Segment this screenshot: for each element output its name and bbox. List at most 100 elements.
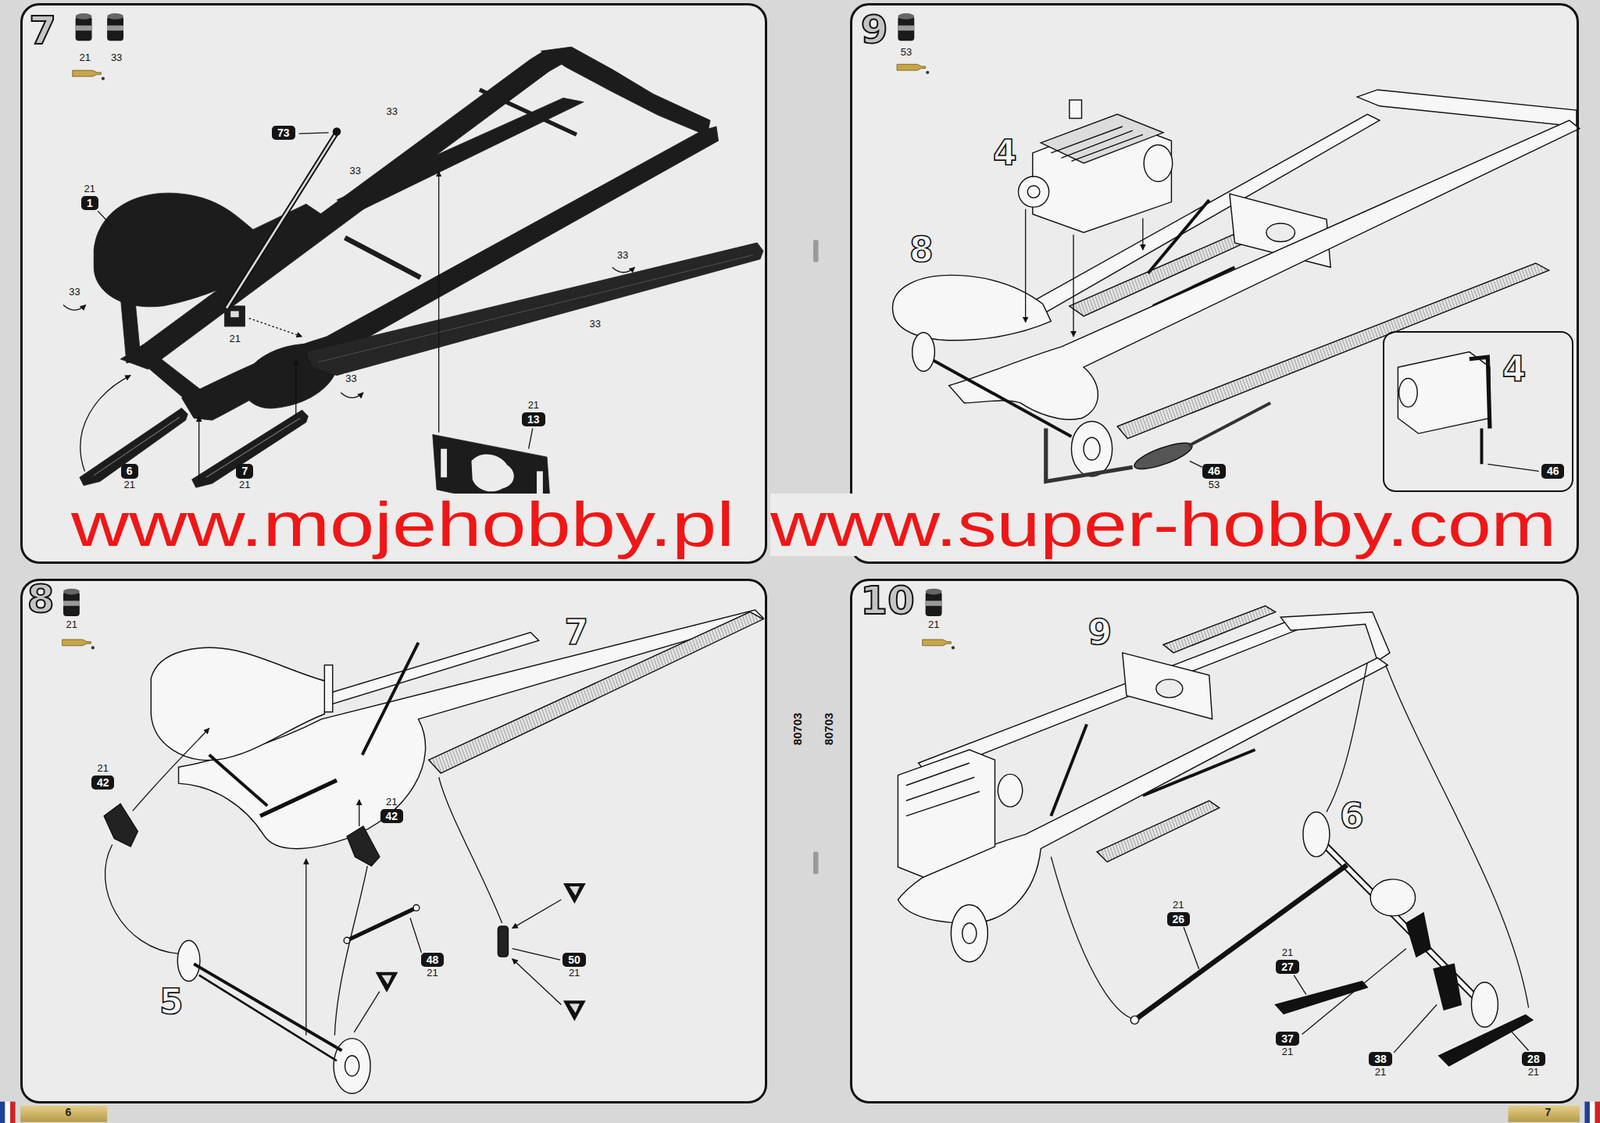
chassis-drawing — [923, 355, 1072, 437]
chassis-detail — [567, 63, 704, 127]
chassis-drawing — [1122, 653, 1213, 720]
paint-icon — [922, 639, 955, 650]
chassis-drawing — [346, 907, 417, 941]
illustration — [0, 3, 1600, 1123]
paint-code: 33 — [343, 373, 358, 386]
chassis-drawing — [346, 826, 380, 867]
leader-line — [438, 171, 440, 433]
chassis-detail — [471, 454, 514, 493]
leader-line — [1072, 234, 1074, 337]
leader-line — [1183, 927, 1200, 970]
paint-code: 21 — [1282, 947, 1293, 960]
chassis-drawing — [1357, 89, 1577, 127]
leader-line — [295, 359, 297, 417]
chassis-drawing — [1397, 352, 1490, 434]
page-number: 6 — [65, 1106, 72, 1119]
chassis-drawing — [344, 1056, 359, 1077]
chassis-drawing — [997, 774, 1022, 808]
leader-line — [512, 949, 561, 961]
leader-line — [358, 800, 360, 827]
chassis-drawing — [1050, 126, 1143, 161]
paint-code: 53 — [899, 46, 914, 59]
step-panel: 7732112113621721 — [20, 3, 768, 565]
leader-line — [1326, 663, 1368, 813]
part-badge: 2142 — [380, 796, 404, 825]
chassis-drawing — [1480, 428, 1484, 465]
part-number: 46 — [1541, 464, 1565, 479]
inset-box: 446 — [1382, 331, 1574, 492]
leader-line — [1510, 1030, 1529, 1051]
chassis-drawing — [1469, 357, 1490, 429]
part-number: 73 — [271, 125, 296, 140]
paint-icon — [63, 589, 80, 617]
chassis-drawing — [897, 657, 1388, 924]
chassis-detail — [230, 310, 239, 318]
paint-code: 33 — [109, 52, 124, 65]
paint-code: 21 — [1375, 1067, 1386, 1079]
chassis-drawing — [897, 606, 1533, 1067]
part-number: 1 — [81, 196, 99, 211]
paint-code: 21 — [227, 333, 242, 346]
paint-code: 21 — [1172, 900, 1184, 912]
panel-ground — [1382, 331, 1574, 492]
leader-line — [1025, 209, 1026, 323]
part-badge: 721 — [235, 463, 254, 491]
chassis-drawing — [1071, 421, 1112, 477]
leader-line — [105, 844, 179, 954]
page-furniture — [813, 852, 819, 875]
paint-code: 33 — [385, 106, 400, 118]
chassis-drawing — [130, 344, 211, 412]
part-badge: 211 — [81, 183, 99, 211]
leader-line — [528, 428, 533, 450]
chassis-drawing — [1147, 200, 1209, 274]
leader-line — [1050, 663, 1529, 1054]
page-furniture — [1589, 1102, 1596, 1123]
leader-line — [299, 132, 329, 134]
chassis-drawing — [1018, 176, 1050, 208]
paint-code: 53 — [1208, 479, 1220, 492]
chassis-drawing — [1046, 428, 1133, 483]
kit-number: 80703 — [821, 713, 836, 747]
chassis-drawing — [209, 755, 268, 807]
chassis-drawing — [1143, 144, 1173, 182]
part-badge: 4653 — [1202, 463, 1226, 491]
glue-symbol — [563, 883, 586, 904]
part-number: 7 — [235, 464, 254, 479]
chassis-detail — [226, 132, 337, 309]
step-number: 7 — [28, 10, 57, 50]
leader-line — [1385, 665, 1529, 1009]
paint-icon — [897, 13, 915, 41]
chassis-drawing — [199, 975, 337, 1062]
leader-line — [1293, 975, 1307, 996]
leader-line — [1025, 209, 1540, 472]
paint-code: 21 — [84, 183, 96, 196]
leader-line — [334, 866, 368, 1036]
paint-code: 21 — [385, 796, 397, 809]
chassis-drawing — [224, 306, 245, 327]
page-furniture — [5, 1102, 11, 1123]
leader-line — [1189, 460, 1203, 468]
chassis-drawing — [260, 780, 337, 817]
part-badge: 2127 — [1275, 947, 1300, 975]
leader-line — [512, 959, 562, 1006]
chassis-drawing — [540, 46, 711, 136]
paint-code: 21 — [1528, 1067, 1540, 1079]
chassis-drawing — [1370, 879, 1415, 917]
glue-symbol — [375, 883, 586, 1022]
chassis-drawing — [962, 923, 977, 944]
page-furniture — [0, 1102, 6, 1123]
leader-line — [198, 416, 200, 483]
leader-line — [249, 318, 303, 338]
paint-icon — [72, 70, 105, 81]
chassis-drawing — [1399, 378, 1418, 408]
chassis-drawing — [1050, 724, 1087, 817]
chassis-drawing — [892, 89, 1580, 483]
part-number: 6 — [121, 464, 139, 479]
chassis-drawing — [1156, 679, 1183, 699]
paint-icon — [896, 64, 929, 75]
leader-line — [512, 900, 562, 929]
part-number: 28 — [1521, 1052, 1546, 1067]
step-number: 10 — [860, 581, 915, 621]
leader-line — [410, 918, 422, 954]
